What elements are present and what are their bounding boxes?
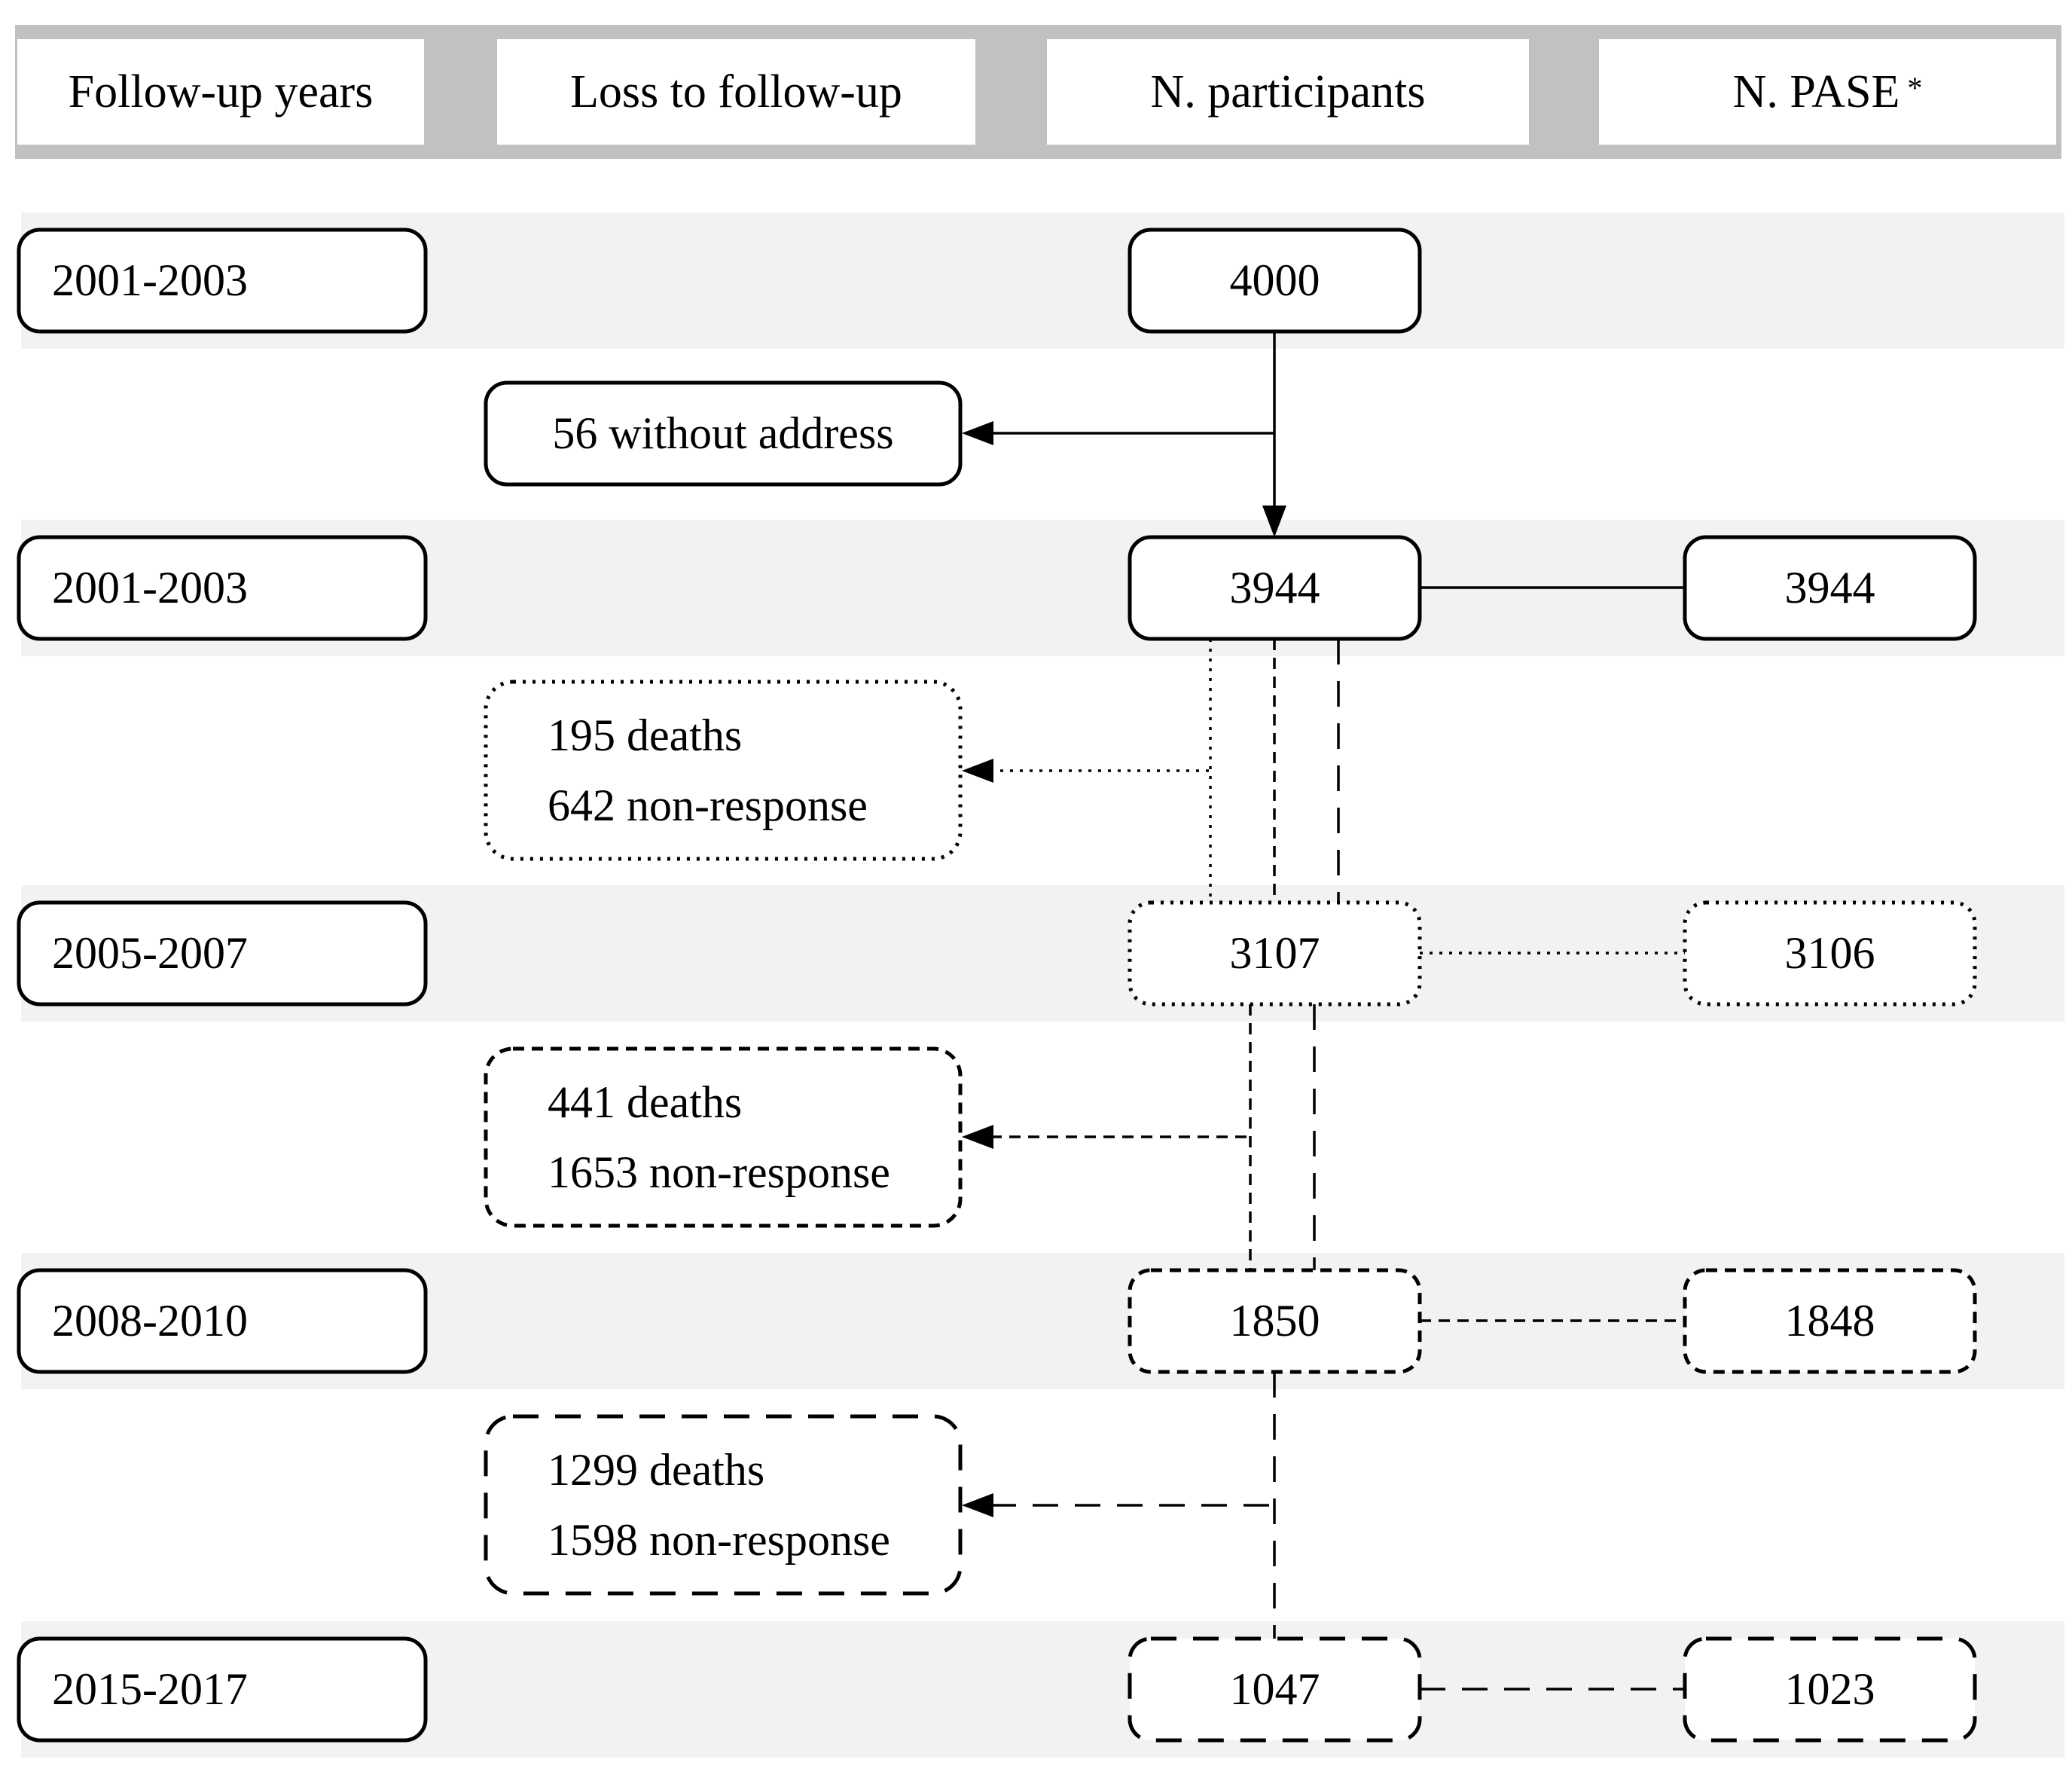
- pase-count-5: 1023: [1784, 1664, 1875, 1714]
- loss-box-4-border: [484, 1414, 963, 1596]
- arrowhead-left-without-address: [962, 421, 993, 445]
- loss-label-without-address: 56 without address: [552, 408, 894, 458]
- participants-count-3: 3107: [1229, 928, 1320, 978]
- pase-count-3: 3106: [1784, 928, 1875, 978]
- arrowhead-left-deaths-1: [962, 759, 993, 783]
- loss-nonresponse-line: 1653 non-response: [548, 1147, 890, 1197]
- loss-nonresponse-line: 1598 non-response: [548, 1514, 890, 1565]
- pase-box-3-border: [1683, 900, 1977, 1007]
- loss-label-wave4: 1299 deaths 1598 non-response: [486, 1416, 960, 1593]
- loss-nonresponse-line: 642 non-response: [548, 780, 868, 830]
- loss-box-3-border: [484, 1046, 963, 1228]
- loss-box-1-border: [484, 380, 963, 487]
- column-header-n-participants: N. participants: [1047, 39, 1529, 145]
- pase-footnote-asterisk: *: [1907, 70, 1923, 105]
- participants-count-4: 1850: [1229, 1296, 1320, 1346]
- pase-count-2: 3944: [1784, 563, 1875, 613]
- column-header-n-pase: N. PASE*: [1599, 39, 2056, 145]
- year-label-4: 2008-2010: [52, 1296, 248, 1346]
- year-label-5: 2015-2017: [52, 1664, 248, 1714]
- year-box-4-border: [17, 1268, 428, 1374]
- year-label-3: 2005-2007: [52, 928, 248, 978]
- column-header-follow-up-years: Follow-up years: [17, 39, 424, 145]
- loss-deaths-line: 195 deaths: [548, 710, 743, 760]
- participants-count-5: 1047: [1229, 1664, 1320, 1714]
- arrowhead-down-3944: [1262, 506, 1286, 537]
- participants-box-2-border: [1128, 535, 1422, 641]
- pase-count-4: 1848: [1784, 1296, 1875, 1346]
- participants-box-3-border: [1128, 900, 1422, 1007]
- pase-box-2-border: [1683, 535, 1977, 641]
- loss-label-wave2: 195 deaths 642 non-response: [486, 682, 960, 859]
- year-box-2-border: [17, 535, 428, 641]
- pase-box-5-border: [1683, 1636, 1977, 1743]
- year-box-3-border: [17, 900, 428, 1007]
- year-label-2: 2001-2003: [52, 563, 248, 613]
- loss-label-wave3: 441 deaths 1653 non-response: [486, 1049, 960, 1226]
- arrowhead-left-deaths-3: [962, 1493, 993, 1517]
- participants-box-1-border: [1128, 228, 1422, 334]
- participants-box-5-border: [1128, 1636, 1422, 1743]
- column-header-label: N. PASE: [1732, 66, 1900, 118]
- column-header-loss-to-follow-up: Loss to follow-up: [497, 39, 975, 145]
- column-header-label: Loss to follow-up: [570, 66, 902, 118]
- year-box-5-border: [17, 1636, 428, 1743]
- loss-deaths-line: 1299 deaths: [548, 1444, 765, 1495]
- participants-box-4-border: [1128, 1268, 1422, 1374]
- year-box-1-border: [17, 228, 428, 334]
- year-label-1: 2001-2003: [52, 255, 248, 305]
- participants-count-2: 3944: [1229, 563, 1320, 613]
- column-header-label: N. participants: [1150, 66, 1426, 118]
- participants-count-1: 4000: [1229, 255, 1320, 305]
- column-header-label: Follow-up years: [68, 66, 374, 118]
- arrowhead-left-deaths-2: [962, 1125, 993, 1149]
- loss-box-2-border: [484, 680, 963, 861]
- pase-box-4-border: [1683, 1268, 1977, 1374]
- loss-deaths-line: 441 deaths: [548, 1077, 743, 1127]
